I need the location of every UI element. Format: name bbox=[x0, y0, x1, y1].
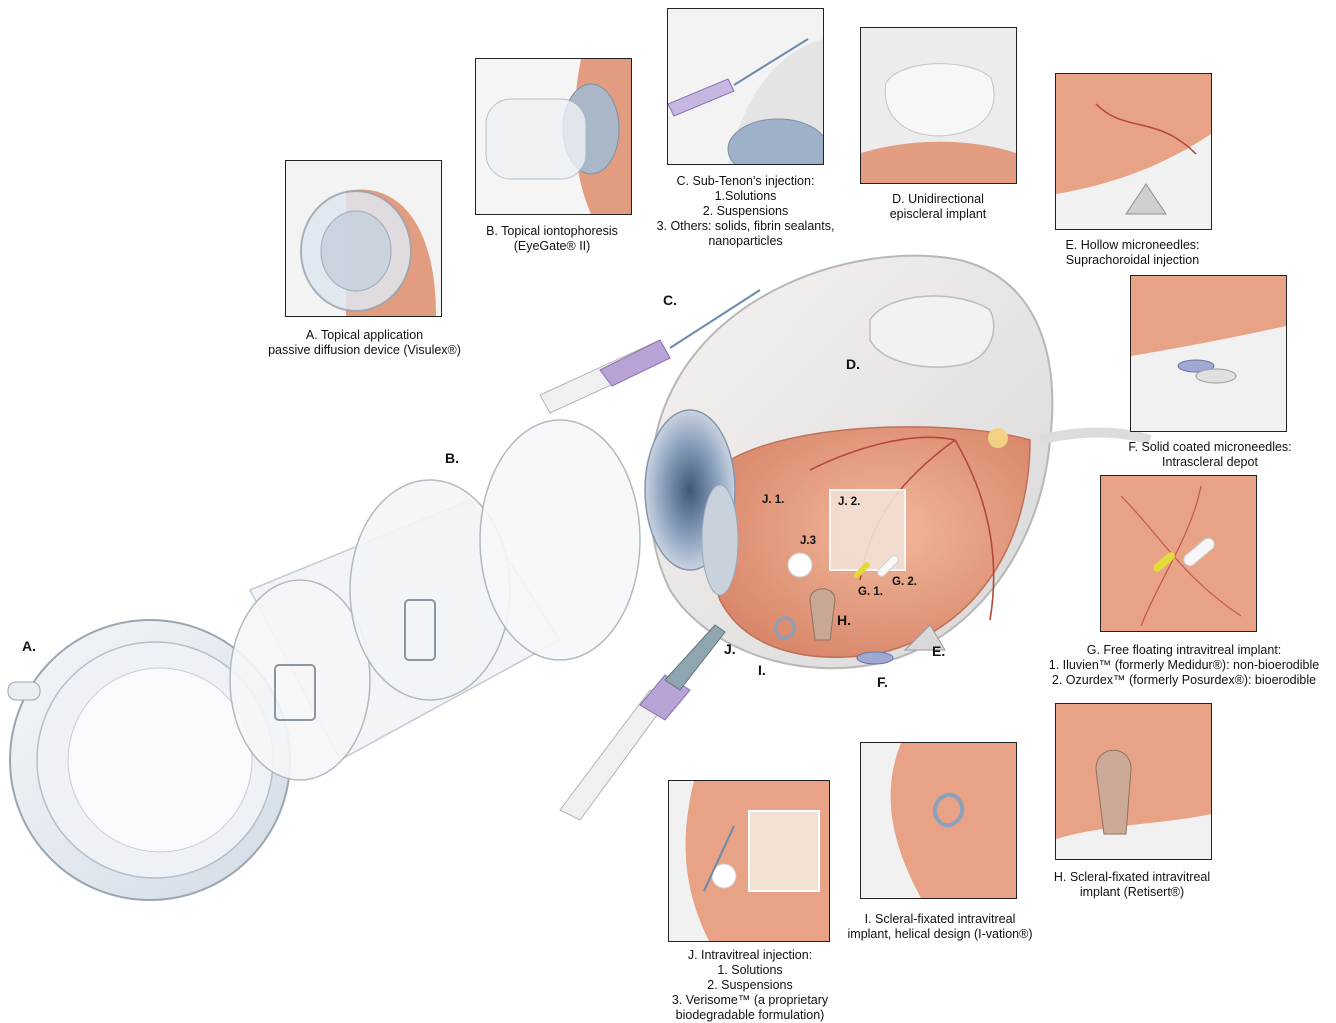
inset-g bbox=[1100, 475, 1257, 632]
caption-f: F. Solid coated microneedles: Intrascler… bbox=[1115, 440, 1305, 470]
inset-a bbox=[285, 160, 442, 317]
label-b: B. bbox=[445, 450, 459, 466]
iontophoresis-device-icon bbox=[230, 420, 640, 780]
caption-j: J. Intravitreal injection: 1. Solutions … bbox=[655, 948, 845, 1023]
inset-d bbox=[860, 27, 1017, 184]
label-j1: J. 1. bbox=[762, 494, 784, 506]
caption-a: A. Topical application passive diffusion… bbox=[252, 328, 477, 358]
inset-h bbox=[1055, 703, 1212, 860]
caption-b: B. Topical iontophoresis (EyeGate® II) bbox=[462, 224, 642, 254]
label-e: E. bbox=[932, 643, 945, 659]
caption-e: E. Hollow microneedles: Suprachoroidal i… bbox=[1045, 238, 1220, 268]
eye-cross-section-icon bbox=[645, 256, 1150, 668]
label-i: I. bbox=[758, 662, 766, 678]
label-j3: J.3 bbox=[800, 535, 816, 547]
caption-i: I. Scleral-fixated intravitreal implant,… bbox=[840, 912, 1040, 942]
label-f: F. bbox=[877, 674, 888, 690]
label-g1: G. 1. bbox=[858, 586, 883, 598]
label-j2: J. 2. bbox=[838, 496, 860, 508]
label-d: D. bbox=[846, 356, 860, 372]
inset-f bbox=[1130, 275, 1287, 432]
caption-g: G. Free floating intravitreal implant: 1… bbox=[1036, 643, 1332, 688]
caption-d: D. Unidirectional episcleral implant bbox=[858, 192, 1018, 222]
inset-b bbox=[475, 58, 632, 215]
label-j: J. bbox=[724, 641, 736, 657]
inset-c bbox=[667, 8, 824, 165]
inset-j bbox=[668, 780, 830, 942]
inset-e bbox=[1055, 73, 1212, 230]
caption-h: H. Scleral-fixated intravitreal implant … bbox=[1042, 870, 1222, 900]
inset-i bbox=[860, 742, 1017, 899]
label-a: A. bbox=[22, 638, 36, 654]
label-g2: G. 2. bbox=[892, 576, 917, 588]
caption-c: C. Sub-Tenon's injection: 1.Solutions 2.… bbox=[638, 174, 853, 249]
label-h: H. bbox=[837, 612, 851, 628]
label-c: C. bbox=[663, 292, 677, 308]
